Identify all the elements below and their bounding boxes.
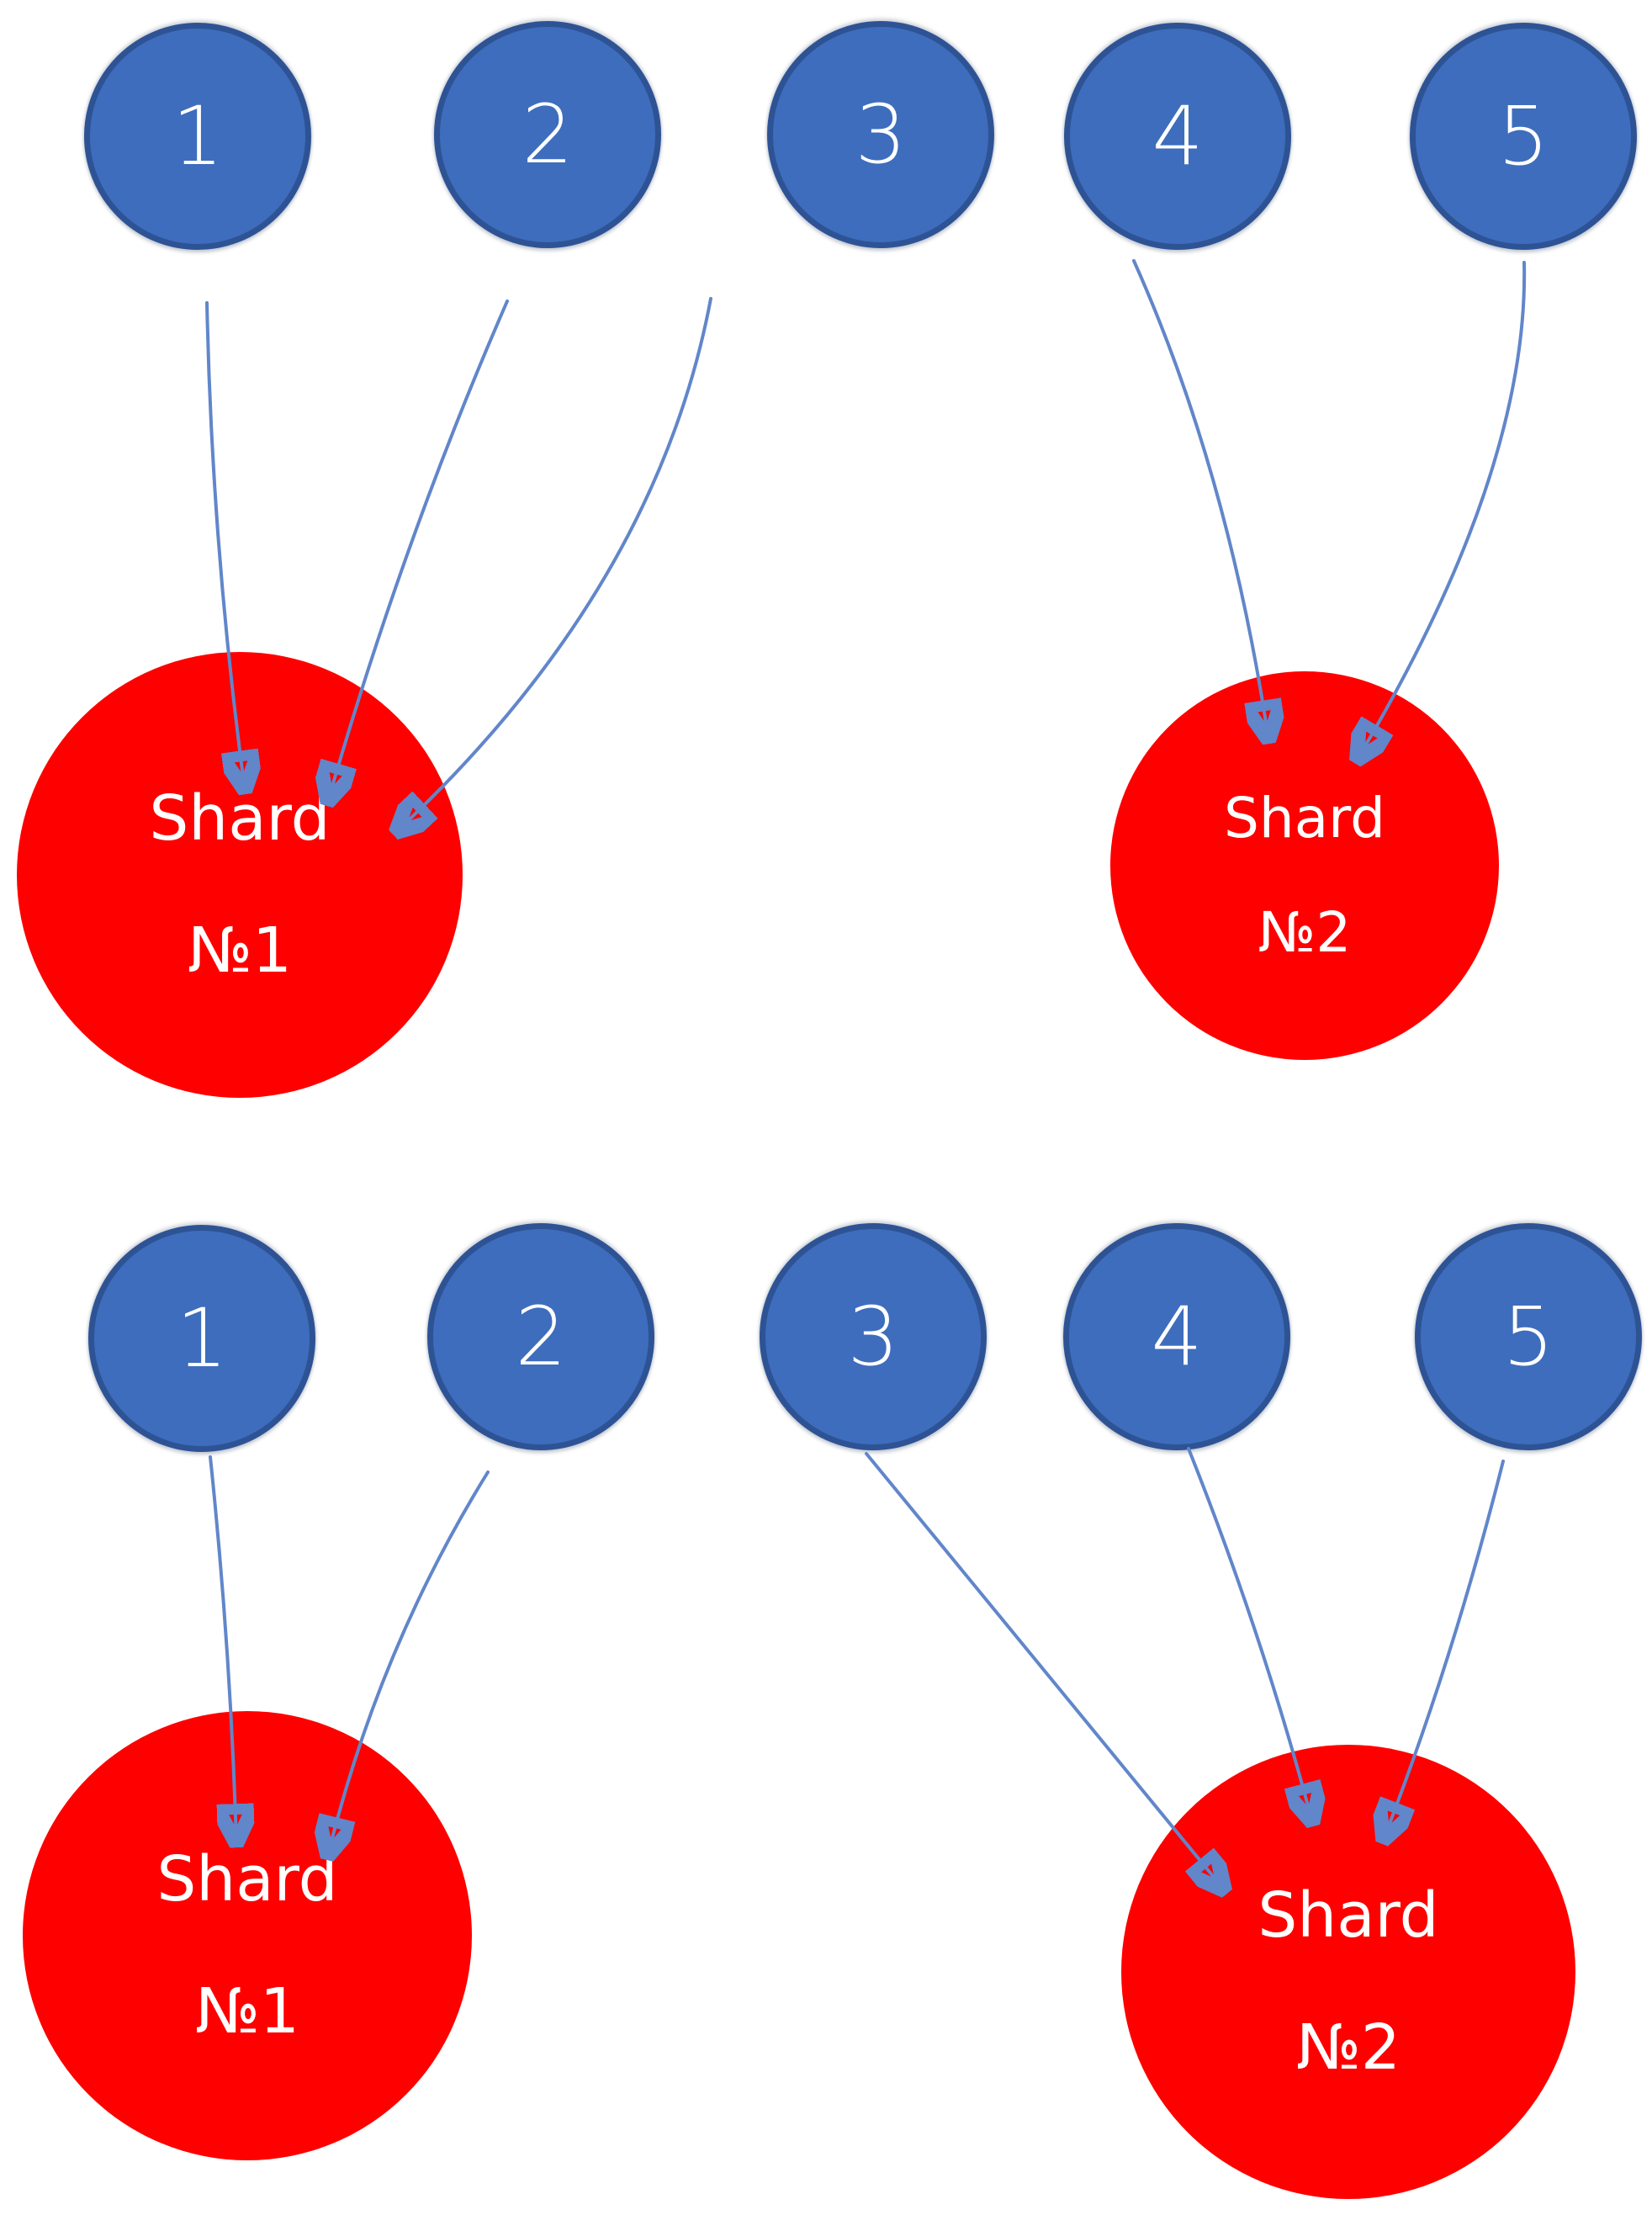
shard-number: №2: [1258, 900, 1352, 965]
shard-number: №1: [187, 914, 293, 987]
shard-circle-bottom-1: Shard №1: [23, 1711, 472, 2160]
record-node-bottom-5: 5: [1415, 1223, 1642, 1450]
arrow-top-4-to-shard2: [1132, 259, 1268, 739]
record-node-label: 4: [1151, 1290, 1203, 1384]
shard-name: Shard: [156, 1842, 338, 1916]
record-node-label: 5: [1497, 89, 1549, 183]
shard-circle-bottom-2: Shard №2: [1121, 1745, 1575, 2199]
record-node-top-3: 3: [767, 21, 994, 248]
arrow-top-5-to-shard2: [1358, 261, 1527, 759]
record-node-top-1: 1: [84, 23, 311, 250]
record-node-label: 5: [1502, 1290, 1554, 1384]
record-node-top-4: 4: [1064, 23, 1291, 250]
record-node-top-5: 5: [1410, 23, 1637, 250]
shard-name: Shard: [149, 782, 331, 855]
arrow-bottom-3-to-shard2: [865, 1452, 1224, 1889]
shard-name: Shard: [1223, 786, 1386, 851]
shard-number: №2: [1295, 2011, 1401, 2084]
record-node-label: 1: [172, 89, 224, 183]
record-node-label: 4: [1152, 89, 1204, 183]
record-node-bottom-2: 2: [427, 1223, 654, 1450]
shard-circle-top-2: Shard №2: [1110, 671, 1499, 1060]
record-node-bottom-3: 3: [760, 1223, 987, 1450]
record-node-label: 1: [176, 1291, 228, 1386]
shard-number: №1: [194, 1975, 300, 2048]
shard-name: Shard: [1258, 1879, 1439, 1952]
arrow-top-3-to-shard1: [397, 297, 712, 831]
record-node-label: 3: [855, 87, 907, 182]
shard-circle-top-1: Shard №1: [17, 652, 463, 1098]
record-node-bottom-4: 4: [1063, 1223, 1290, 1450]
record-node-label: 2: [515, 1290, 567, 1384]
record-node-top-2: 2: [434, 21, 661, 248]
record-node-label: 2: [522, 87, 574, 182]
record-node-label: 3: [847, 1290, 899, 1384]
record-node-bottom-1: 1: [88, 1225, 315, 1452]
